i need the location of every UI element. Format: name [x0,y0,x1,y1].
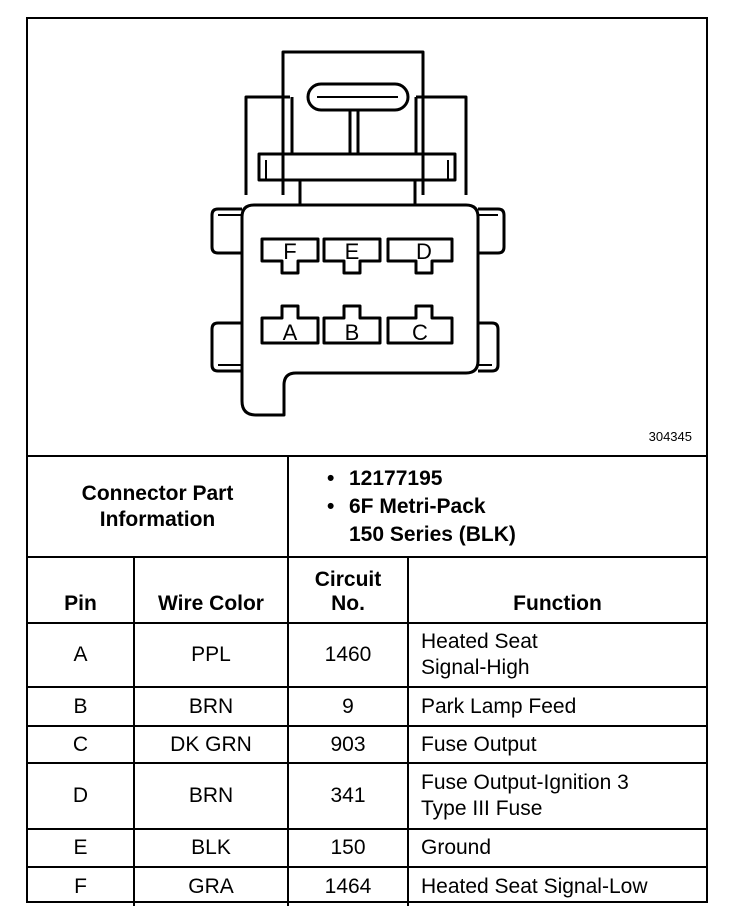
cell-pin: E [28,828,135,868]
header-function: Function [407,556,706,624]
header-wire-color: Wire Color [133,556,289,624]
cavity-label-b: B [345,320,360,345]
pinout-table: Connector Part Information 12177195 6F M… [28,455,706,906]
table-row-pin-f: F GRA 1464 Heated Seat Signal-Low [28,866,706,906]
part-series-line2: 150 Series (BLK) [349,522,516,546]
cell-wire-color: GRA [133,866,289,906]
header-circuit-line2: No. [331,592,365,615]
cell-function: Fuse Output [407,725,706,764]
cavity-label-d: D [416,239,432,264]
table-row-pin-b: B BRN 9 Park Lamp Feed [28,686,706,727]
connector-face-drawing: F E D A B C [210,50,506,417]
part-number: 12177195 [327,465,706,493]
cell-function: Heated Seat Signal-High [407,622,706,688]
cell-function-line1: Heated Seat [421,630,538,653]
cavity-label-f: F [283,239,296,264]
cell-pin: C [28,725,135,764]
cell-pin: D [28,762,135,830]
part-info-row: Connector Part Information 12177195 6F M… [28,455,706,558]
part-info-values: 12177195 6F Metri-Pack 150 Series (BLK) [287,455,706,558]
cell-pin: A [28,622,135,688]
connector-body [210,203,506,417]
cell-function: Ground [407,828,706,868]
cell-wire-color: BRN [133,686,289,727]
diagram-frame: F E D A B C 304345 Connector Part Inform… [26,17,708,906]
header-circuit-line1: Circuit [314,568,382,591]
top-cavities [260,237,454,275]
cell-circuit: 341 [287,762,409,830]
cell-function-line1: Fuse Output-Ignition 3 [421,771,629,794]
cell-wire-color: BRN [133,762,289,830]
cell-circuit: 9 [287,686,409,727]
cell-wire-color: BLK [133,828,289,868]
cell-function-line2: Type III Fuse [421,797,543,820]
cell-pin: B [28,686,135,727]
header-circuit-no: Circuit No. [287,556,409,624]
cell-function: Heated Seat Signal-Low [407,866,706,906]
figure-id: 304345 [648,429,692,444]
header-pin: Pin [28,556,135,624]
cell-pin: F [28,866,135,906]
cavity-label-c: C [412,320,428,345]
cell-function: Fuse Output-Ignition 3 Type III Fuse [407,762,706,830]
lock-bar [257,152,457,205]
table-row-pin-a: A PPL 1460 Heated Seat Signal-High [28,622,706,688]
cell-wire-color: PPL [133,622,289,688]
part-series: 6F Metri-Pack 150 Series (BLK) [327,493,706,549]
table-header-row: Pin Wire Color Circuit No. Function [28,556,706,624]
locking-tab [244,50,468,195]
cell-function: Park Lamp Feed [407,686,706,727]
part-series-line1: 6F Metri-Pack [349,494,486,518]
cell-function-line2: Signal-High [421,656,530,679]
cavity-label-e: E [345,239,360,264]
bottom-cavities [260,304,454,345]
table-row-pin-d: D BRN 341 Fuse Output-Ignition 3 Type II… [28,762,706,830]
cell-circuit: 1464 [287,866,409,906]
cell-circuit: 903 [287,725,409,764]
cavity-label-a: A [283,320,298,345]
part-info-label: Connector Part Information [28,455,289,558]
part-info-label-line2: Information [99,507,216,531]
table-row-pin-e: E BLK 150 Ground [28,828,706,868]
part-info-label-line1: Connector Part [81,481,234,505]
cell-circuit: 1460 [287,622,409,688]
table-row-pin-c: C DK GRN 903 Fuse Output [28,725,706,764]
cell-circuit: 150 [287,828,409,868]
cell-wire-color: DK GRN [133,725,289,764]
